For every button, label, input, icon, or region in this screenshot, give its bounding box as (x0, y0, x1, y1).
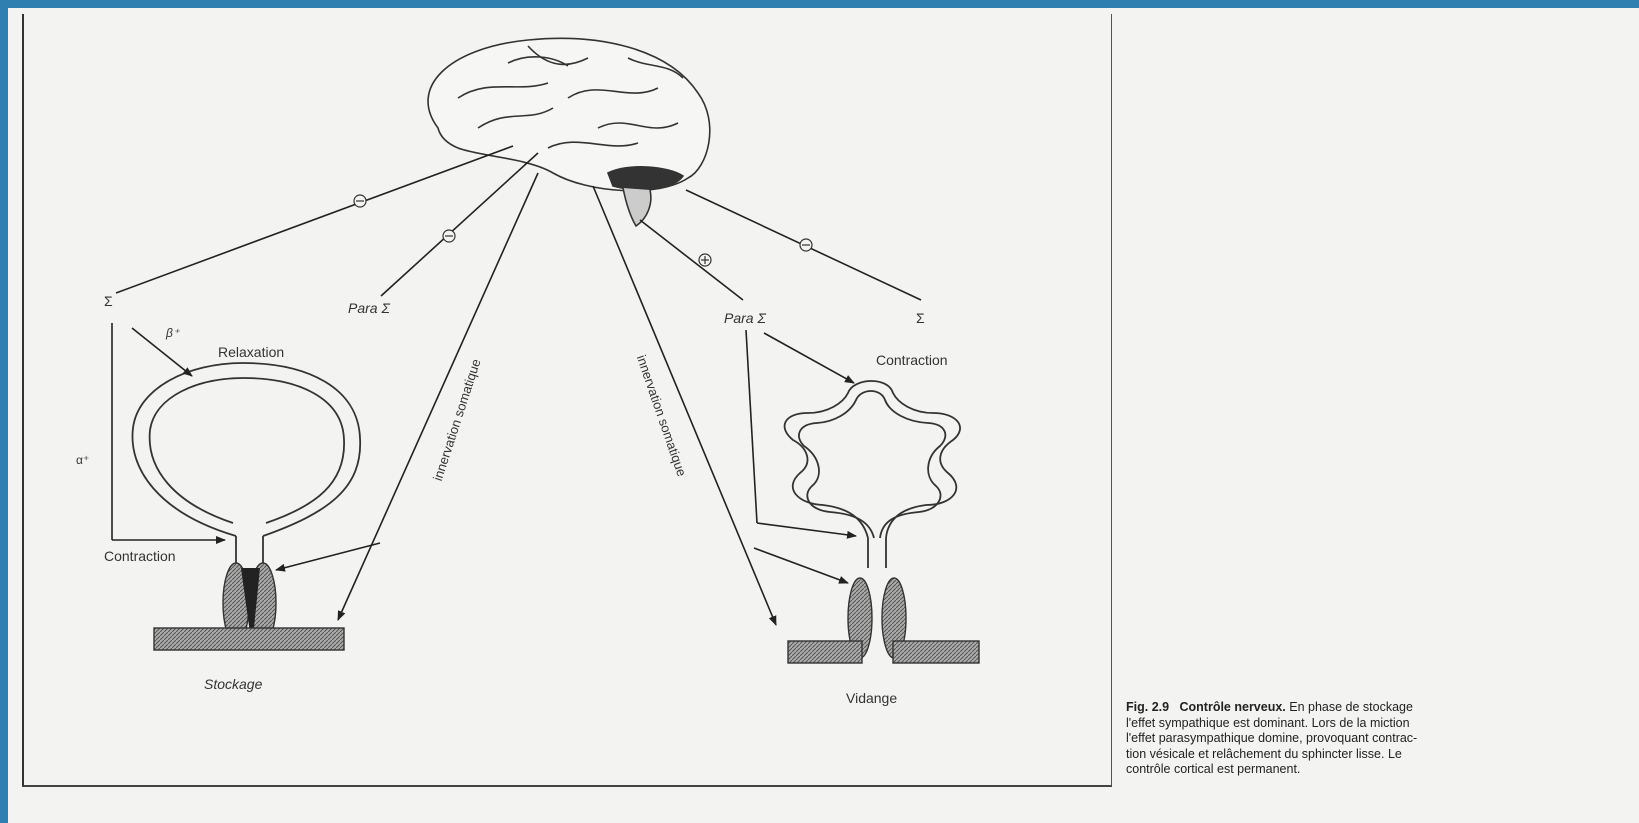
contraction-label-right: Contraction (876, 352, 948, 368)
perineal-floor-left (154, 628, 344, 650)
contraction-label-left: Contraction (104, 548, 176, 564)
alpha-receptor-label: α⁺ (76, 453, 89, 467)
figure-number: Fig. 2.9 (1126, 700, 1169, 714)
bladder-storage (132, 363, 360, 568)
sympathetic-label-right: Σ (916, 310, 925, 326)
caption-line-2: l'effet sympathique est dominant. Lors d… (1126, 716, 1410, 730)
parasympathetic-label-left: Para Σ (348, 300, 390, 316)
caption-title: Contrôle nerveux. (1180, 700, 1286, 714)
sign-markers (354, 195, 812, 266)
brain-icon (428, 38, 710, 226)
caption-line-3: l'effet parasympathique domine, provoqua… (1126, 731, 1417, 745)
figure-caption: Fig. 2.9 Contrôle nerveux. En phase de s… (1126, 700, 1639, 778)
relaxation-label: Relaxation (218, 344, 284, 360)
perineal-floor-right-b (893, 641, 979, 663)
caption-line-4: tion vésicale et relâchement du sphincte… (1126, 747, 1402, 761)
parasympathetic-label-right: Para Σ (724, 310, 766, 326)
sympathetic-label-left: Σ (104, 293, 113, 309)
page-sheet: Σ β⁺ Relaxation α⁺ Contraction Para Σ in… (8, 8, 1639, 823)
perineal-floor-right-a (788, 641, 862, 663)
caption-line-1: En phase de stockage (1289, 700, 1413, 714)
voiding-phase-label: Vidange (846, 690, 897, 706)
beta-receptor-label: β⁺ (166, 326, 179, 340)
caption-line-5: contrôle cortical est permanent. (1126, 762, 1300, 776)
storage-phase-label: Stockage (204, 676, 262, 692)
bladder-voiding (785, 381, 960, 568)
